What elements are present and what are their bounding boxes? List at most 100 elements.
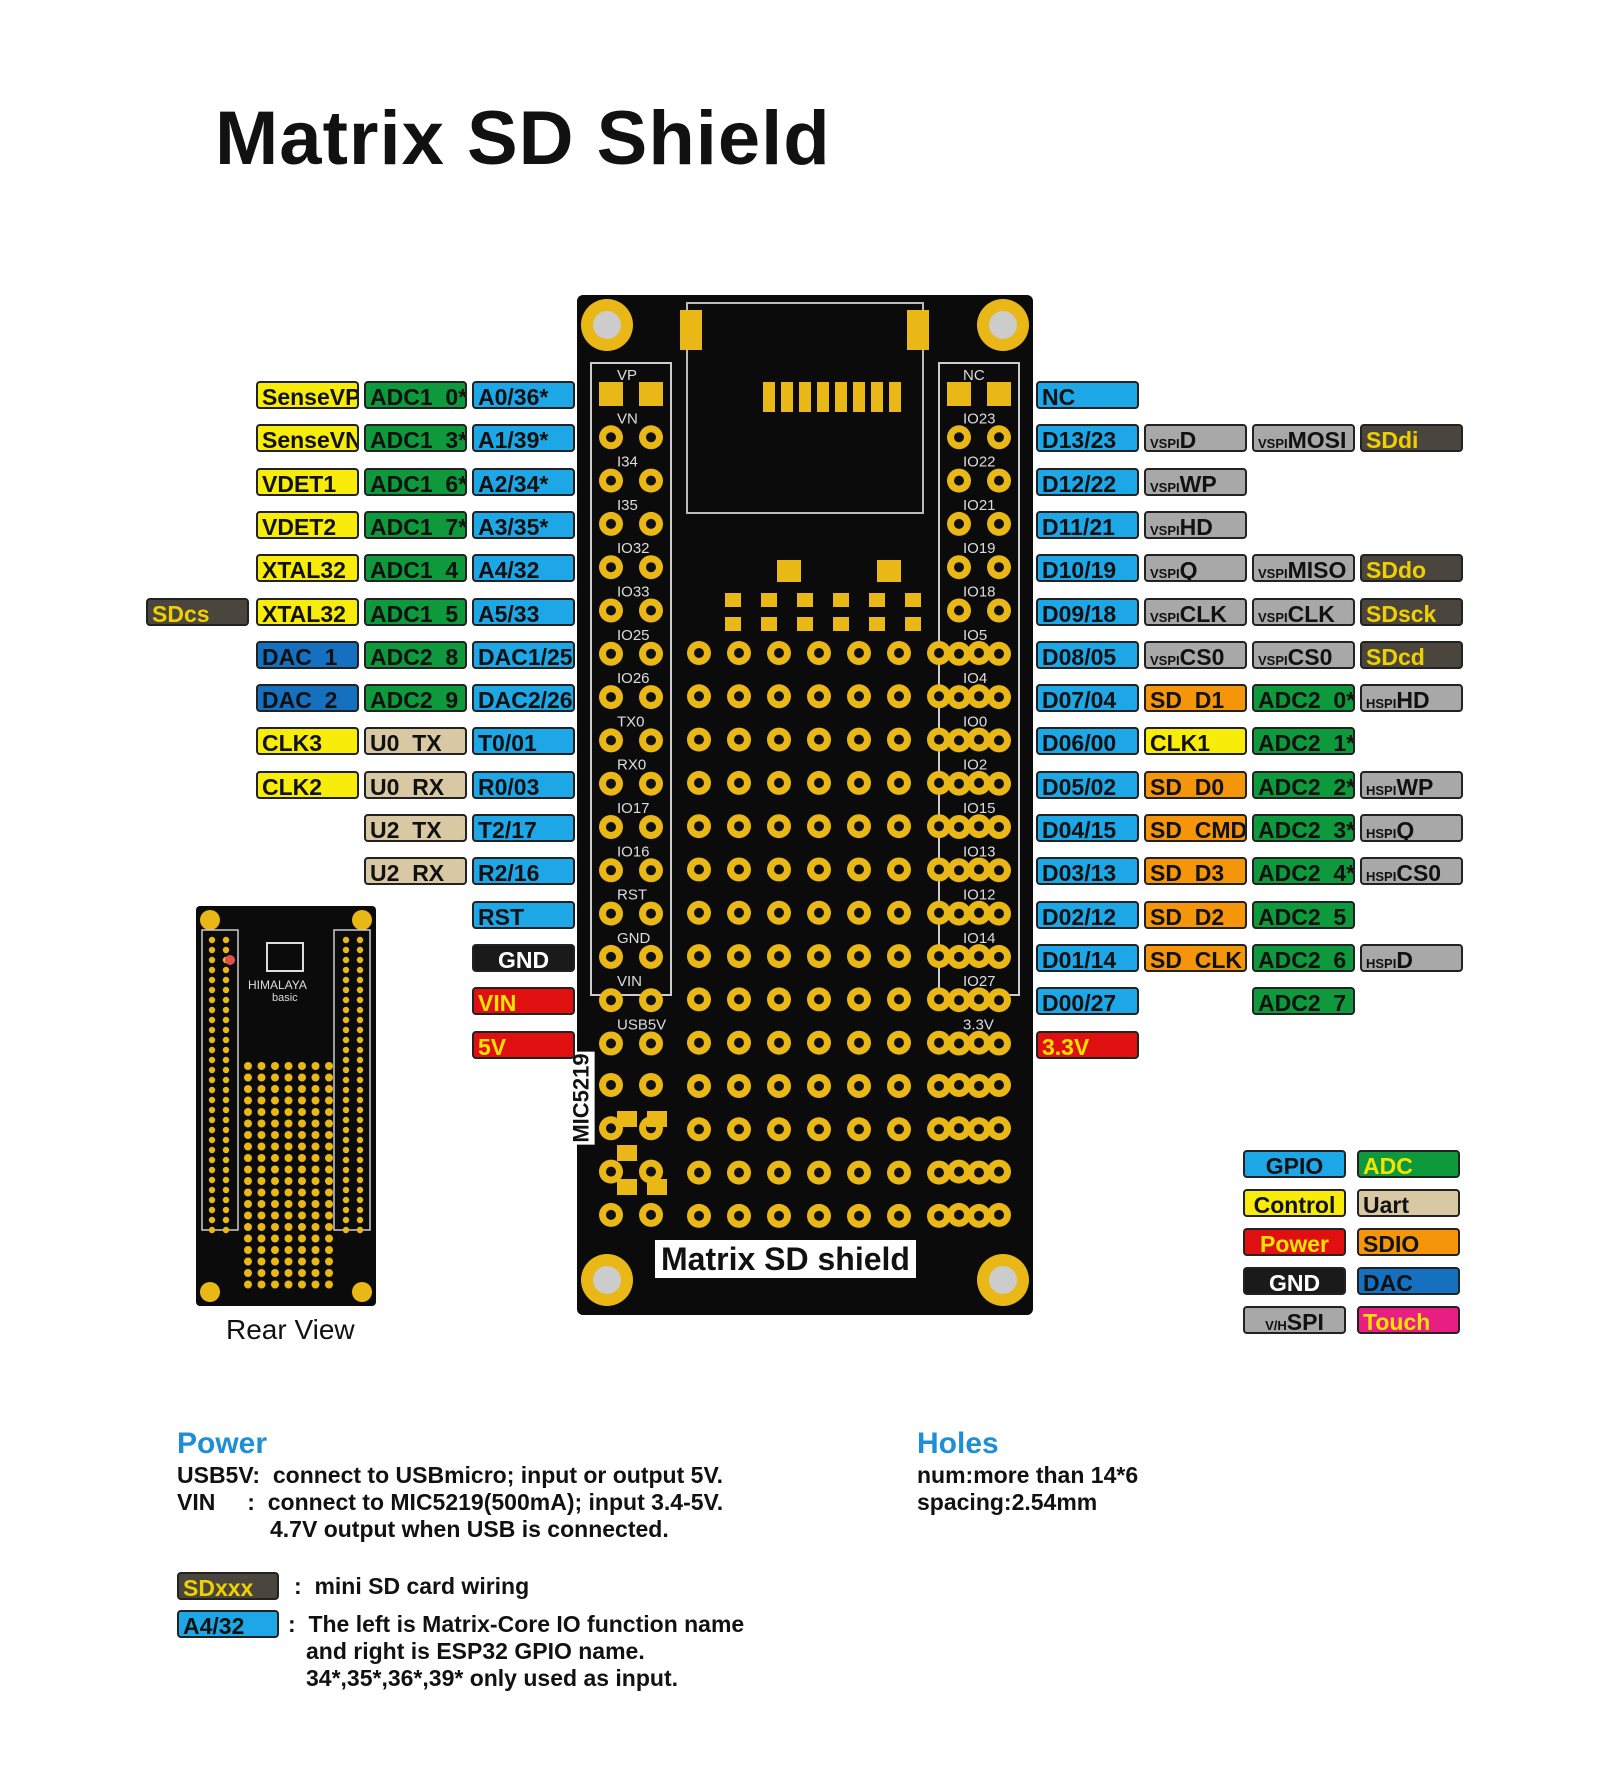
spi-prefix: VSPI bbox=[1150, 522, 1180, 538]
rear-proto-hole bbox=[298, 1188, 306, 1197]
proto-hole-center bbox=[974, 994, 984, 1005]
sd-contact-pad bbox=[853, 382, 865, 412]
io-note-3: 34*,35*,36*,39* only used as input. bbox=[306, 1665, 678, 1691]
rear-proto-hole bbox=[298, 1131, 306, 1139]
right-extra-label: HSPID bbox=[1360, 943, 1463, 972]
header-pin-hole bbox=[646, 648, 656, 659]
rear-proto-hole bbox=[257, 1085, 266, 1093]
header-pin-hole bbox=[994, 475, 1004, 486]
right-function-label: SD_D0 bbox=[1144, 770, 1247, 799]
rear-pin bbox=[208, 1096, 216, 1104]
proto-hole-center bbox=[854, 1081, 864, 1091]
rear-pin bbox=[342, 1066, 350, 1074]
rear-pin bbox=[222, 1216, 230, 1224]
label-text: T2/17 bbox=[478, 817, 537, 842]
rear-pin bbox=[342, 986, 350, 994]
header-pin-hole bbox=[994, 822, 1004, 832]
proto-hole-center bbox=[854, 691, 864, 702]
io-note-2: and right is ESP32 GPIO name. bbox=[306, 1638, 645, 1664]
legend-touch: Touch bbox=[1357, 1306, 1460, 1334]
rear-proto-hole bbox=[271, 1131, 279, 1139]
right-pin-label: NC bbox=[1036, 381, 1139, 409]
left-pin-silk: IO17 bbox=[617, 800, 650, 817]
rear-proto-hole bbox=[271, 1062, 279, 1070]
rear-proto-hole bbox=[284, 1131, 293, 1139]
rear-pin bbox=[356, 1176, 364, 1184]
proto-hole-center bbox=[994, 1166, 1004, 1177]
rear-pin bbox=[208, 1226, 216, 1234]
proto-hole-center bbox=[934, 734, 944, 745]
right-pin-label: D00/27 bbox=[1036, 987, 1139, 1016]
smd-pad bbox=[761, 593, 777, 607]
rear-proto-hole bbox=[325, 1154, 333, 1162]
rear-proto-hole bbox=[311, 1108, 320, 1116]
rear-proto-hole bbox=[244, 1234, 252, 1243]
label-text: SD_CLK bbox=[1150, 946, 1243, 972]
proto-hole-center bbox=[694, 994, 704, 1005]
proto-hole-center bbox=[734, 1124, 744, 1135]
rear-pin bbox=[222, 1016, 230, 1024]
rear-pin bbox=[222, 986, 230, 994]
rear-proto-hole bbox=[244, 1085, 252, 1093]
proto-hole-center bbox=[994, 1209, 1004, 1220]
rear-pin bbox=[342, 1156, 350, 1164]
right-pin-label: D01/14 bbox=[1036, 943, 1139, 972]
rear-proto-hole bbox=[325, 1142, 333, 1151]
io-tag-example: A4/32 bbox=[177, 1610, 279, 1638]
left-alt-label: SenseVN bbox=[256, 424, 359, 453]
rear-pin bbox=[222, 1006, 230, 1014]
label-text: Q bbox=[1396, 817, 1415, 842]
rear-proto-hole bbox=[271, 1246, 279, 1254]
rear-mount-hole bbox=[200, 1282, 220, 1302]
label-text: CLK1 bbox=[1150, 730, 1211, 756]
rear-proto-hole bbox=[284, 1142, 293, 1151]
rear-pin bbox=[356, 1196, 364, 1204]
right-pin-silk: IO22 bbox=[963, 454, 996, 471]
left-function-label: U0_RX bbox=[364, 770, 467, 799]
header-pin-hole bbox=[994, 951, 1004, 962]
mount-hole-center bbox=[989, 311, 1017, 339]
proto-hole-center bbox=[734, 1210, 744, 1221]
rear-pin bbox=[356, 1026, 364, 1034]
rear-pin bbox=[342, 1086, 350, 1094]
legend-gpio: GPIO bbox=[1243, 1150, 1346, 1178]
proto-hole-center bbox=[974, 821, 984, 832]
left-pin-silk: IO26 bbox=[617, 670, 650, 687]
rear-proto-hole bbox=[311, 1257, 320, 1266]
right-pin-silk: IO14 bbox=[963, 930, 996, 947]
spi-prefix: VSPI bbox=[1258, 609, 1288, 625]
proto-hole-center bbox=[854, 1167, 864, 1178]
left-pin-label: R2/16 bbox=[472, 857, 575, 886]
proto-hole-center bbox=[774, 907, 784, 918]
rear-pin bbox=[356, 1066, 364, 1074]
label-text: SDdo bbox=[1366, 557, 1427, 583]
rear-pin bbox=[342, 1186, 350, 1194]
proto-hole-center bbox=[934, 1124, 944, 1135]
rear-proto-hole bbox=[271, 1165, 279, 1174]
rear-proto-hole bbox=[325, 1073, 333, 1082]
label-text: SDsck bbox=[1366, 600, 1437, 626]
rear-pin bbox=[208, 1116, 216, 1124]
right-pin-silk: IO5 bbox=[963, 627, 987, 644]
right-pin-silk: IO18 bbox=[963, 584, 996, 601]
proto-hole-center bbox=[774, 777, 784, 788]
rear-pin bbox=[208, 1046, 216, 1054]
label-text: 5V bbox=[478, 1033, 507, 1059]
rear-pin bbox=[222, 1056, 230, 1064]
rear-pin bbox=[342, 1146, 350, 1154]
rear-pin bbox=[222, 1136, 230, 1144]
rear-pin bbox=[356, 1106, 364, 1114]
label-text: R2/16 bbox=[478, 860, 540, 886]
left-pin-label: A3/35* bbox=[472, 510, 575, 539]
rear-pin bbox=[342, 946, 350, 954]
label-text: HD bbox=[1396, 687, 1430, 713]
label-text: ADC2_5 bbox=[1258, 903, 1347, 929]
rear-pin bbox=[222, 1026, 230, 1034]
proto-hole-center bbox=[606, 1166, 616, 1177]
label-text: DAC_2 bbox=[262, 687, 338, 713]
rear-mount-hole bbox=[352, 1282, 372, 1302]
rear-proto-hole bbox=[298, 1119, 306, 1128]
rear-proto-hole bbox=[298, 1154, 306, 1162]
proto-hole-center bbox=[854, 907, 864, 918]
right-pin-silk: IO19 bbox=[963, 540, 996, 557]
